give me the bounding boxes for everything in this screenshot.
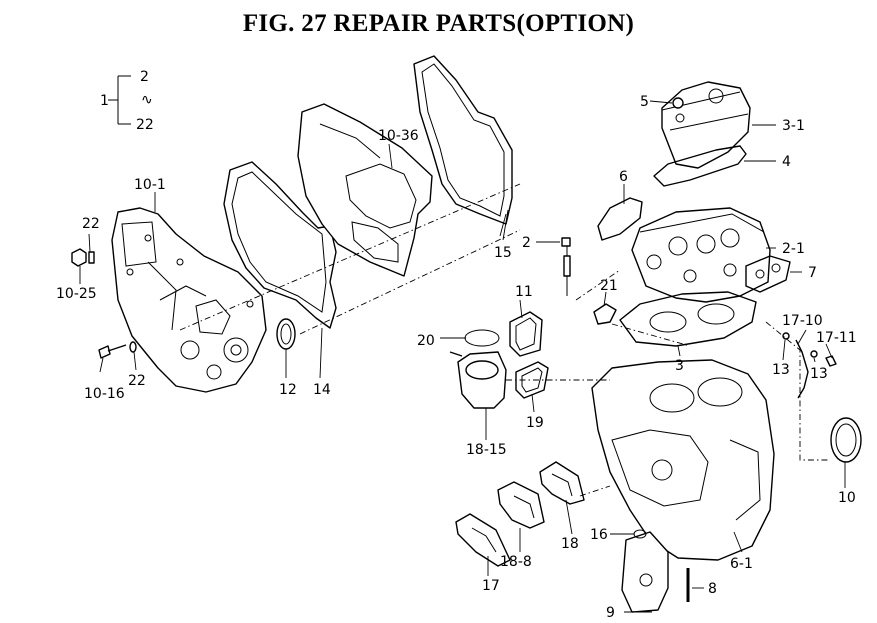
callout-22-a: 22 (82, 216, 100, 232)
callout-13-b: 13 (810, 366, 828, 382)
cover-gasket-4 (653, 145, 747, 187)
callout-8: 8 (708, 581, 717, 597)
callout-20: 20 (417, 333, 435, 349)
leader-lines (79, 100, 846, 613)
callout-18: 18 (561, 536, 579, 552)
callout-9: 9 (606, 605, 615, 621)
callout-15: 15 (494, 245, 512, 261)
callout-10: 10 (838, 490, 856, 506)
set-bracket (108, 75, 131, 125)
set-note-mid: ∿ (141, 92, 153, 108)
cylinder-block (591, 359, 775, 561)
gasket-18 (539, 461, 585, 505)
callout-22-b: 22 (128, 373, 146, 389)
lower-cover (621, 531, 669, 613)
set-note-bottom: 22 (136, 117, 154, 133)
callout-13-a: 13 (772, 362, 790, 378)
callout-11: 11 (515, 284, 533, 300)
gasket-6 (597, 197, 643, 241)
gasket-17 (455, 513, 511, 567)
exhaust-gasket-7 (745, 255, 791, 293)
gasket-14 (223, 161, 337, 329)
gasket-11 (509, 311, 543, 357)
callout-21: 21 (600, 278, 618, 294)
callout-18-15: 18-15 (466, 442, 507, 458)
oil-seal-10 (830, 417, 862, 463)
gasket-19 (515, 361, 549, 399)
callout-10-25: 10-25 (56, 286, 97, 302)
callout-3: 3 (675, 358, 684, 374)
oil-seal-12 (276, 318, 296, 350)
callout-1: 1 (100, 93, 109, 109)
gear-cover-10-36 (297, 103, 433, 277)
callout-10-16: 10-16 (84, 386, 125, 402)
set-note-top: 2 (140, 69, 149, 85)
plate-18-8 (497, 481, 545, 529)
gasket-21 (593, 303, 617, 325)
callout-19: 19 (526, 415, 544, 431)
callout-10-1: 10-1 (134, 177, 166, 193)
oil-pipe-17-10 (782, 332, 837, 399)
injector-2 (561, 237, 571, 296)
callout-7: 7 (808, 265, 817, 281)
figure-title: FIG. 27 REPAIR PARTS(OPTION) (242, 10, 635, 37)
gear-case (111, 207, 267, 393)
callout-6: 6 (619, 169, 628, 185)
callout-6-1: 6-1 (730, 556, 753, 572)
callout-14: 14 (313, 382, 331, 398)
bolt-5 (672, 97, 684, 109)
callout-16: 16 (590, 527, 608, 543)
rocker-cover (661, 81, 751, 169)
callout-2-1: 2-1 (782, 241, 805, 257)
callout-17: 17 (482, 578, 500, 594)
callout-18-8: 18-8 (500, 554, 532, 570)
callout-2: 2 (522, 235, 531, 251)
fasteners-left (71, 248, 137, 359)
callout-17-10: 17-10 (782, 313, 823, 329)
o-ring-20 (464, 329, 500, 347)
callout-3-1: 3-1 (782, 118, 805, 134)
callout-12: 12 (279, 382, 297, 398)
thermostat-housing (449, 351, 507, 409)
assembly-lines (179, 183, 830, 497)
callout-labels: 1 2 ∿ 22 10-1 22 10-25 10-16 22 12 14 10… (56, 69, 857, 621)
head-gasket-3 (619, 291, 757, 347)
callout-10-36: 10-36 (378, 128, 419, 144)
callout-5: 5 (640, 94, 649, 110)
gasket-15 (413, 55, 513, 225)
callout-17-11: 17-11 (816, 330, 857, 346)
callout-4: 4 (782, 154, 791, 170)
